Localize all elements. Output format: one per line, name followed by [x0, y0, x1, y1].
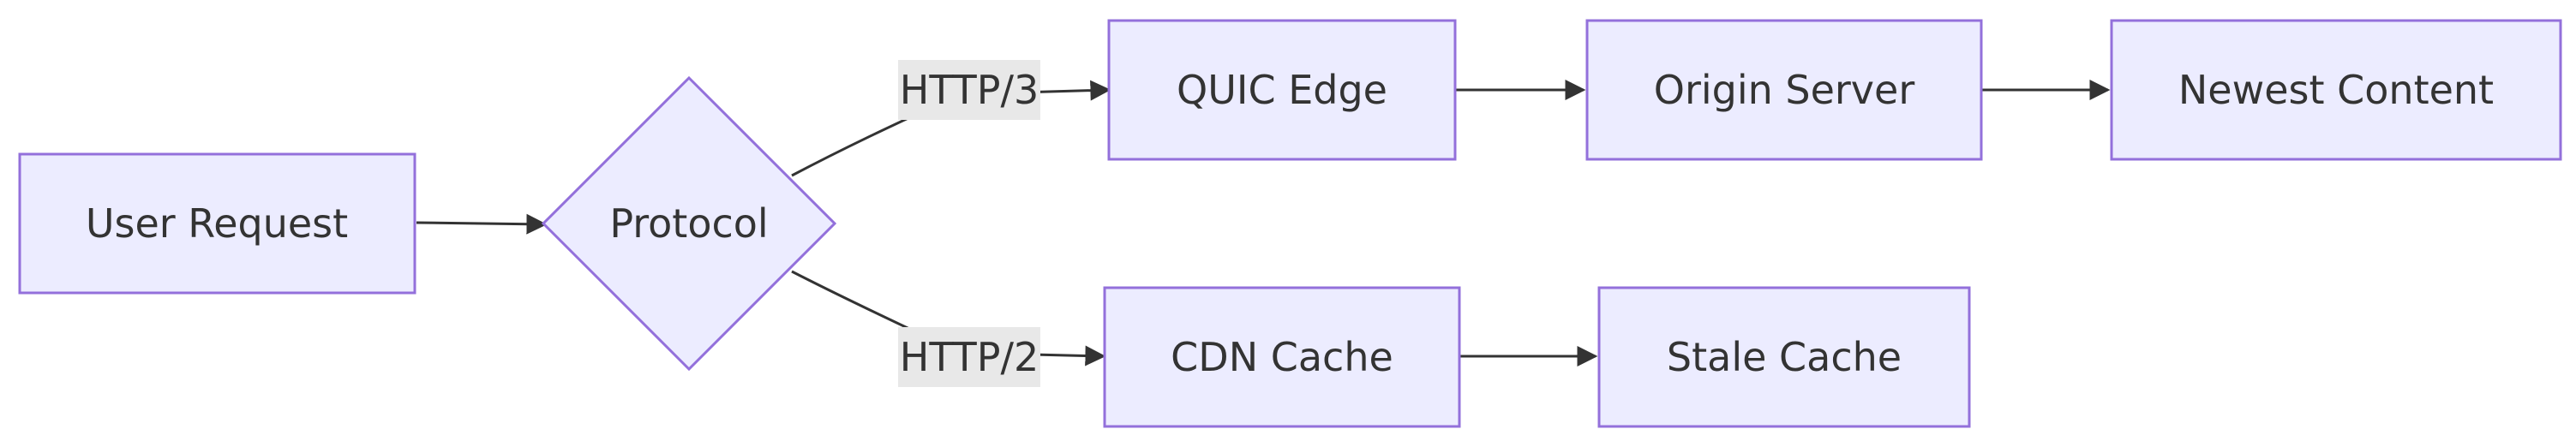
node-origin-server-label: Origin Server	[1654, 67, 1915, 113]
node-quic-edge-label: QUIC Edge	[1177, 67, 1387, 113]
edge-user-request-to-protocol	[416, 213, 548, 235]
node-cdn-cache-label: CDN Cache	[1171, 334, 1393, 380]
node-newest-content-label: Newest Content	[2178, 67, 2494, 113]
node-origin-server: Origin Server	[1585, 19, 1983, 161]
node-stale-cache-label: Stale Cache	[1667, 334, 1902, 380]
node-stale-cache: Stale Cache	[1597, 286, 1971, 428]
edge-label-http2: HTTP/2	[898, 327, 1040, 387]
edge-label-http2-text: HTTP/2	[900, 334, 1039, 380]
node-quic-edge: QUIC Edge	[1107, 19, 1457, 161]
edge-label-http3: HTTP/3	[898, 60, 1040, 120]
node-protocol: Protocol	[541, 75, 837, 372]
node-cdn-cache: CDN Cache	[1103, 286, 1461, 428]
node-user-request-label: User Request	[86, 200, 348, 247]
edge-label-http3-text: HTTP/3	[900, 67, 1039, 113]
node-protocol-label: Protocol	[609, 200, 768, 247]
node-user-request: User Request	[18, 152, 416, 295]
node-newest-content: Newest Content	[2110, 19, 2562, 161]
